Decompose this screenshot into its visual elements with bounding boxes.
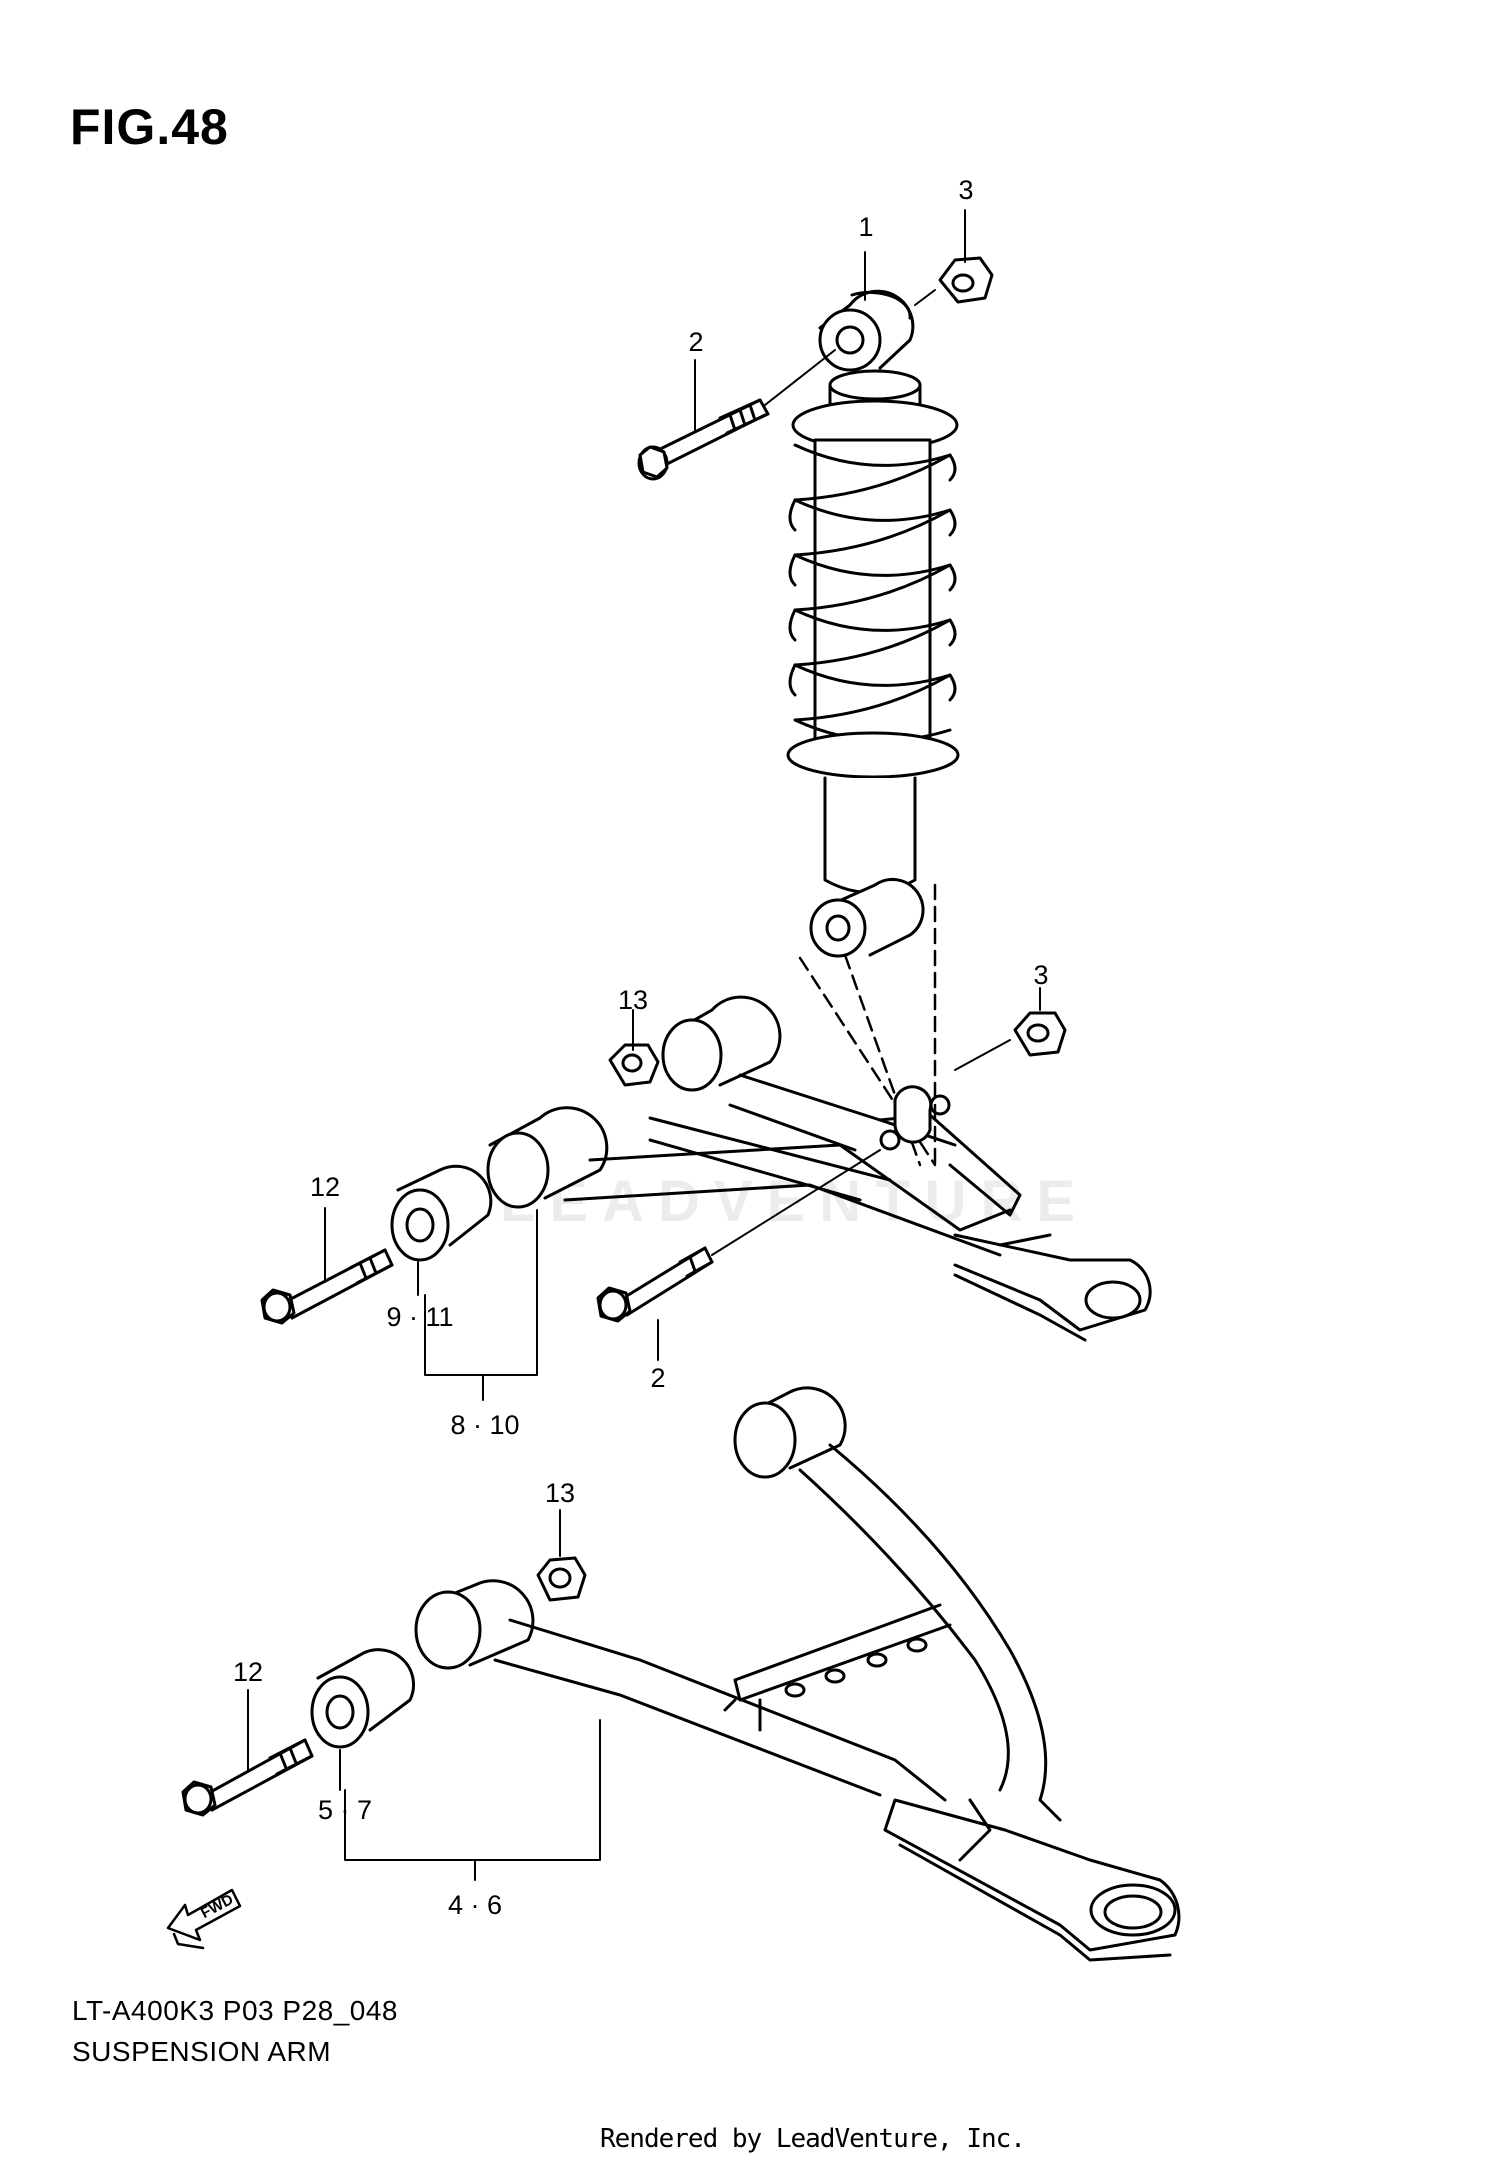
callout-3-mid: 3 — [1033, 960, 1049, 990]
callout-13-lower: 13 — [544, 1478, 576, 1508]
callout-1: 1 — [858, 212, 874, 242]
render-credit: Rendered by LeadVenture, Inc. — [600, 2124, 1026, 2154]
bolt-upper-arm-shock — [596, 1149, 881, 1323]
callout-9-11: 9 · 11 — [386, 1302, 454, 1332]
upper-suspension-arm — [486, 995, 1152, 1342]
shock-absorber — [786, 289, 960, 1167]
nut-shock-lower — [954, 1011, 1067, 1071]
bolt-top — [637, 349, 836, 481]
bolt-lower-arm-front — [181, 1738, 314, 1817]
callout-2-top: 2 — [688, 327, 704, 357]
bushing-lower — [310, 1648, 415, 1749]
callout-13-upper: 13 — [617, 985, 649, 1015]
callout-12-lower: 12 — [232, 1657, 264, 1687]
nut-top — [914, 256, 994, 306]
callout-8-10: 8 · 10 — [450, 1410, 520, 1440]
callout-12-upper: 12 — [309, 1172, 341, 1202]
callout-3-top: 3 — [958, 175, 974, 205]
nut-upper-arm — [608, 1043, 660, 1087]
figure-title: FIG.48 — [70, 99, 229, 155]
fwd-arrow — [166, 1888, 242, 1950]
diagram-code: LT-A400K3 P03 P28_048 — [72, 1995, 399, 2026]
bushing-upper — [390, 1164, 493, 1262]
callout-4-6: 4 · 6 — [447, 1890, 503, 1920]
callout-2-low: 2 — [650, 1363, 666, 1393]
lower-suspension-arm — [414, 1386, 1181, 1962]
diagram-caption: SUSPENSION ARM — [72, 2036, 332, 2067]
nut-lower-arm — [536, 1556, 587, 1602]
leader-lines — [247, 209, 1041, 1881]
bolt-upper-arm-front — [260, 1248, 394, 1325]
callout-5-7: 5 · 7 — [317, 1795, 373, 1825]
